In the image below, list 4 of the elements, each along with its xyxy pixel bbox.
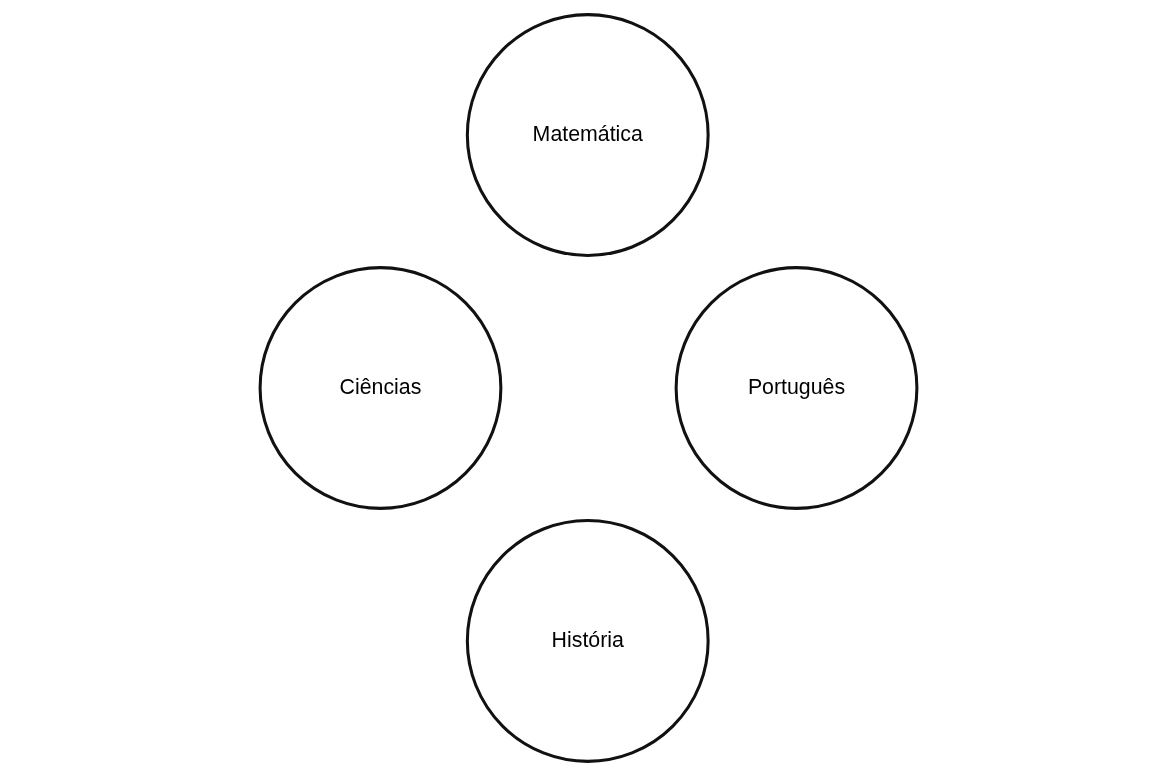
node-circle: Matemática (465, 13, 710, 257)
node-circle: Ciências (258, 266, 502, 510)
node-circle: Português (674, 266, 918, 510)
node-circle: História (465, 519, 710, 763)
